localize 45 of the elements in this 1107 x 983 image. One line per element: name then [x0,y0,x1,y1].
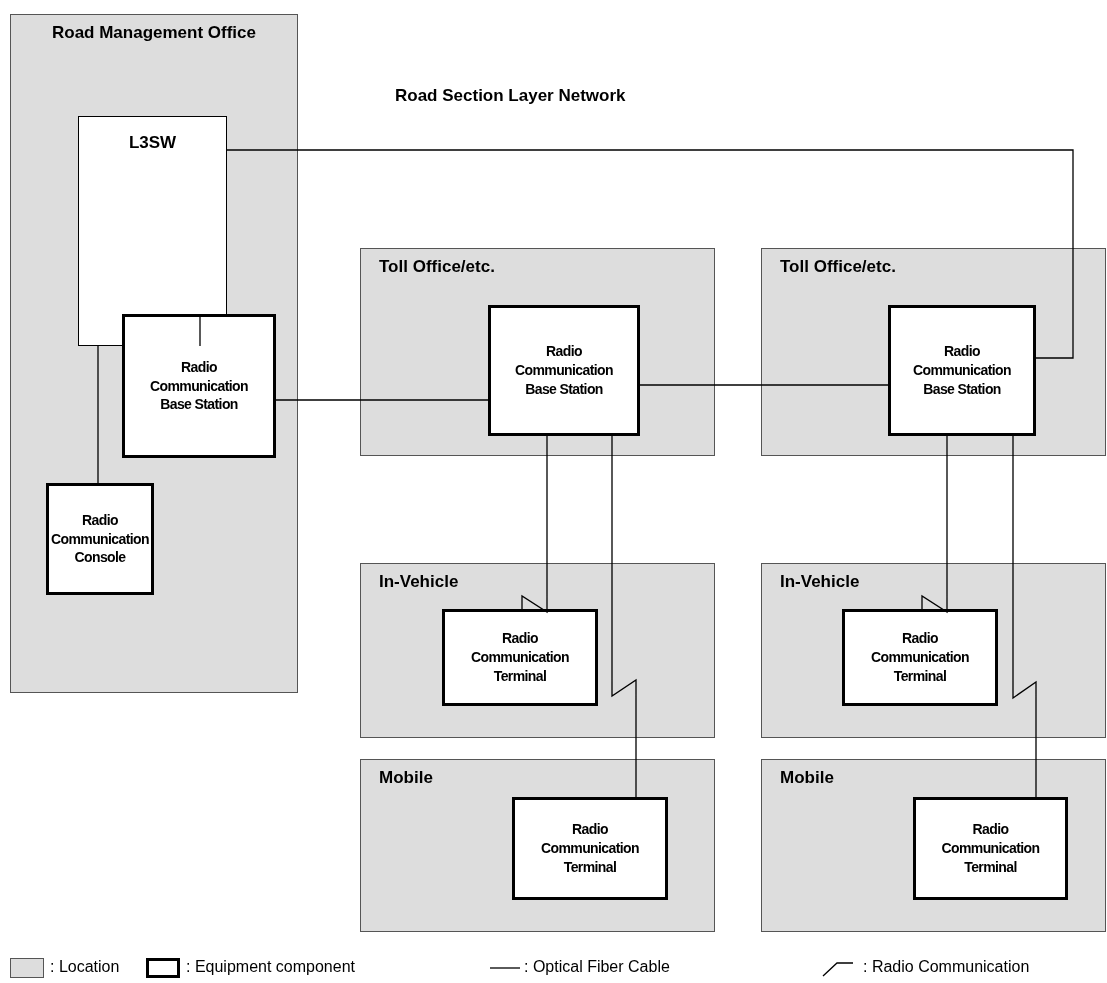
location-area [10,14,298,693]
location-area [761,563,1106,738]
equipment-box [512,797,668,900]
equipment-box [913,797,1068,900]
equipment-name: Radio Communication Terminal [470,629,570,686]
location-area [761,248,1106,456]
fiber-cable [97,345,99,484]
equipment-name: Radio Communication Terminal [540,820,640,877]
equipment-box [888,305,1036,436]
fiber-cable [639,384,889,386]
equipment-box [488,305,640,436]
radio-link [521,435,548,614]
location-name: Mobile [379,768,433,788]
location-area [360,563,715,738]
legend-text: : Location [50,958,120,976]
location-name: Toll Office/etc. [379,257,495,277]
switch-box [78,116,227,346]
equipment-name: Radio Communication Terminal [940,820,1041,877]
fiber-cable [226,149,1074,359]
network-label: Road Section Layer Network [395,86,626,106]
legend-text: : Radio Communication [863,958,1030,976]
equipment-name: Radio Communication Base Station [912,342,1012,399]
legend-text: : Optical Fiber Cable [524,958,670,976]
equipment-box [122,314,276,458]
location-name: Toll Office/etc. [780,257,896,277]
location-name: Road Management Office [50,23,257,43]
equipment-name: Radio Communication Terminal [870,629,970,686]
equipment-name: L3SW [127,133,178,153]
equipment-name: Radio Communication Base Station [149,357,249,415]
location-name: In-Vehicle [379,572,459,592]
radio-link [921,435,948,614]
equipment-box [842,609,998,706]
fiber-cable [275,399,489,401]
location-area [761,759,1106,932]
equipment-name: Radio Communication Console [50,510,150,568]
radio-link [1012,435,1037,798]
equipment-box [46,483,154,595]
radio-link [611,435,637,798]
equipment-name: Radio Communication Base Station [514,342,614,399]
location-name: In-Vehicle [780,572,860,592]
location-area [360,759,715,932]
legend-text: : Equipment component [186,958,355,976]
location-name: Mobile [780,768,834,788]
equipment-box [442,609,598,706]
location-area [360,248,715,456]
